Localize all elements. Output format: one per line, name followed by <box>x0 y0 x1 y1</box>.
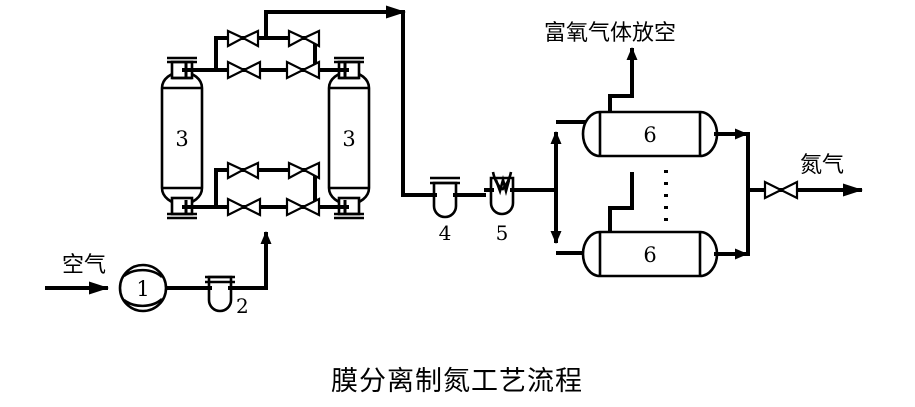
pipe-filter2-to-adsorbers <box>250 231 272 290</box>
valve-bottom-right-upper <box>287 161 321 180</box>
valve-top-left-upper <box>226 29 260 48</box>
membrane-upper-tag: 6 <box>643 123 656 147</box>
bottom-manifold <box>182 168 349 214</box>
compressor-tag: 1 <box>136 277 149 301</box>
membrane-module-upper: 6 <box>581 60 748 158</box>
air-compressor: 1 <box>118 263 168 313</box>
oxygen-vent-label: 富氧气体放空 <box>544 21 676 46</box>
air-inlet-label: 空气 <box>62 253 106 278</box>
fine-filter-4: 4 <box>426 176 486 245</box>
valve-top-right-lower <box>285 60 321 80</box>
adsorber-left-tag: 3 <box>175 127 188 151</box>
heater5-tag: 5 <box>496 221 509 245</box>
heater-5: 5 <box>484 171 553 245</box>
adsorber-left: 3 <box>160 56 204 220</box>
adsorber-right-tag: 3 <box>342 127 355 151</box>
valve-top-right-upper <box>287 29 321 48</box>
valve-bottom-left-lower <box>226 197 262 217</box>
filter4-tag: 4 <box>439 221 452 245</box>
nitrogen-outlet-label: 氮气 <box>800 153 844 178</box>
membrane-lower-tag: 6 <box>643 243 656 267</box>
adsorber-right: 3 <box>327 56 371 220</box>
valve-bottom-left-upper <box>226 161 260 180</box>
top-manifold <box>182 5 406 77</box>
diagram-title: 膜分离制氮工艺流程 <box>331 366 583 397</box>
inlet-filter-2: 2 <box>205 275 252 318</box>
valve-bottom-right-lower <box>285 197 321 217</box>
valve-top-left-lower <box>226 60 262 80</box>
valve-nitrogen-outlet <box>763 180 799 200</box>
pipe-top-header-down <box>401 14 428 197</box>
membrane-module-lower: 6 <box>581 172 748 278</box>
filter2-tag: 2 <box>236 294 249 318</box>
